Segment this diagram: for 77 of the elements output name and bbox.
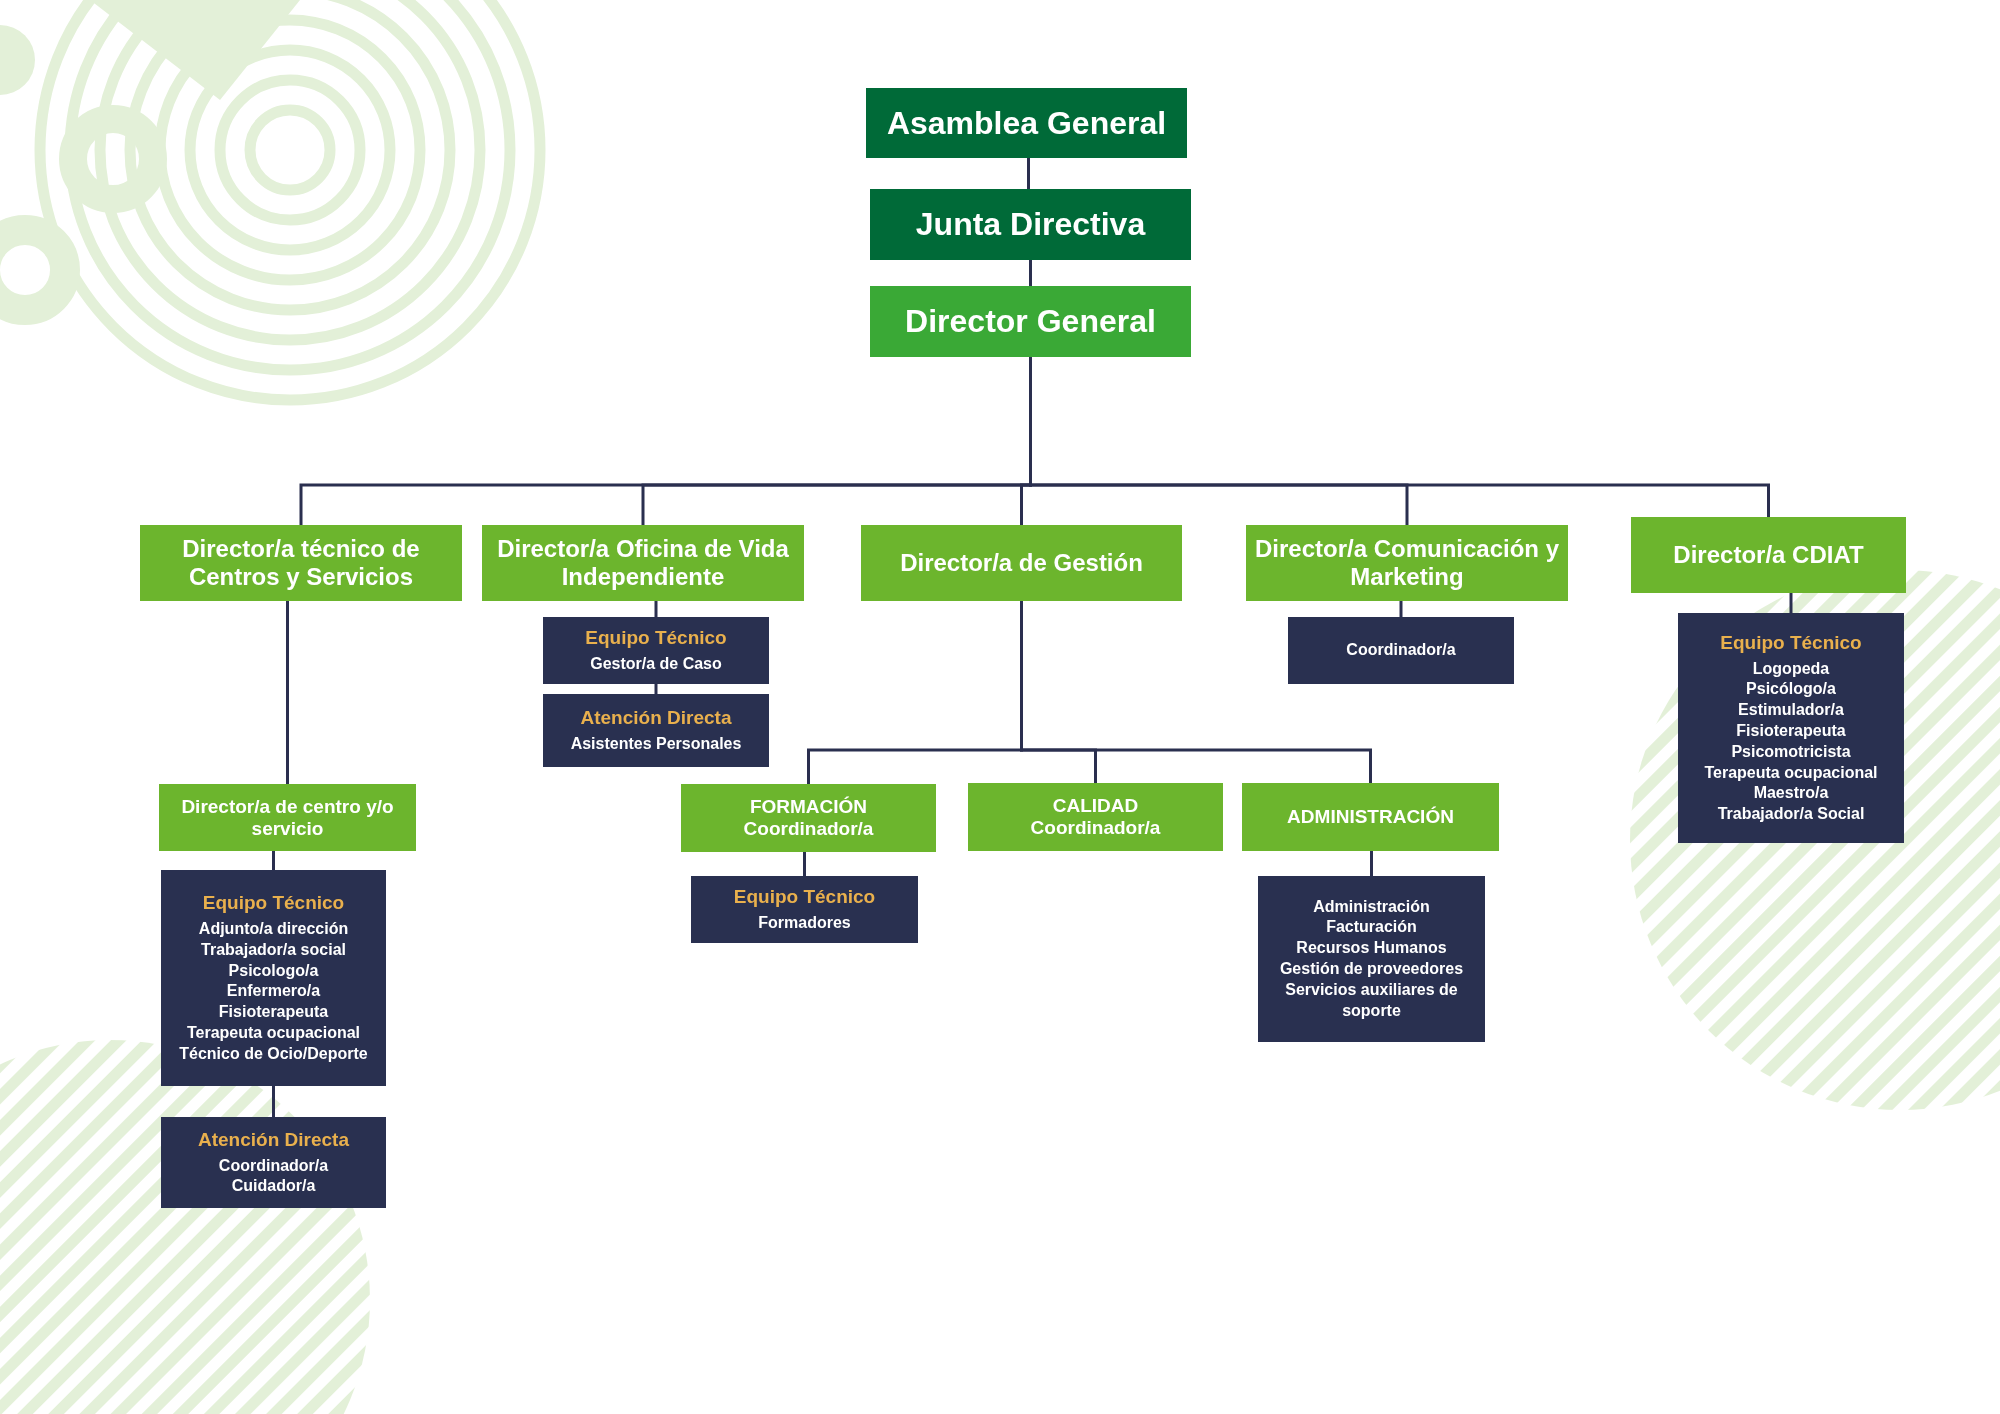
role-item: Gestor/a de Caso <box>590 653 722 674</box>
box-label: Director/a Comunicación y Marketing <box>1254 535 1560 591</box>
connector-line <box>272 851 275 870</box>
box-label: Director/a de Gestión <box>900 549 1143 577</box>
box-label: Administración <box>1313 896 1430 917</box>
role-item: Técnico de Ocio/Deporte <box>179 1043 368 1064</box>
org-box <box>870 286 1191 357</box>
box-label: Director/a de centro y/o servicio <box>180 795 395 840</box>
connector-line <box>1399 601 1403 617</box>
team-box <box>691 876 918 943</box>
connector-line <box>286 601 289 784</box>
box-label: Director/a técnico de Centros y Servicios <box>181 535 421 591</box>
team-heading: Equipo Técnico <box>202 891 345 916</box>
role-box <box>681 784 936 852</box>
role-item: Fisioterapeuta <box>218 1002 329 1023</box>
role-item: Asistentes Personales <box>570 733 742 754</box>
connector-line <box>803 852 806 876</box>
team-heading: Atención Directa <box>198 1127 349 1152</box>
role-item: Psicologo/a <box>228 960 319 981</box>
box-label: Asamblea General <box>886 104 1167 142</box>
team-heading: Equipo Técnico <box>733 885 876 910</box>
org-box <box>870 189 1191 260</box>
box-label: CALIDAD <box>1052 795 1139 817</box>
role-box <box>968 783 1223 851</box>
team-box <box>1258 876 1485 1042</box>
box-label: FORMACIÓN <box>749 796 868 818</box>
box-label: Gestión de proveedores <box>1279 959 1464 979</box>
box-label: Coordinador/a <box>743 818 874 840</box>
role-item: Enfermero/a <box>226 981 321 1002</box>
connector-line <box>1029 260 1032 286</box>
connector-line <box>1370 851 1373 876</box>
role-box <box>1631 517 1906 593</box>
role-item: Adjunto/a dirección <box>198 919 349 940</box>
role-item: Cuidador/a <box>231 1176 316 1197</box>
role-item: Trabajador/a Social <box>1717 804 1865 825</box>
team-heading: Equipo Técnico <box>1720 630 1862 655</box>
role-item: Logopeda <box>1752 658 1830 679</box>
connector-line <box>1027 158 1030 189</box>
box-label: Director/a Oficina de Vida Independiente <box>496 535 790 591</box>
connector-line <box>272 1086 275 1117</box>
role-item: Trabajador/a social <box>201 939 346 960</box>
role-item: Terapeuta ocupacional <box>1704 762 1878 783</box>
box-label: Facturación <box>1326 917 1417 938</box>
role-item: Psicólogo/a <box>1746 679 1836 700</box>
box-label: Coordinador/a <box>1346 640 1456 661</box>
team-box <box>161 1117 386 1208</box>
role-box <box>1246 525 1568 601</box>
role-item: Coordinador/a <box>218 1155 329 1176</box>
team-heading: Atención Directa <box>580 706 732 731</box>
role-item: Maestro/a <box>1753 783 1829 804</box>
role-item: Psicomotricista <box>1731 741 1851 762</box>
team-box <box>1678 613 1904 843</box>
box-label: Recursos Humanos <box>1296 938 1447 959</box>
org-box <box>866 88 1187 158</box>
role-box <box>1242 783 1499 851</box>
role-item: Estimulador/a <box>1738 700 1844 721</box>
role-box <box>861 525 1182 601</box>
role-box <box>159 784 416 851</box>
box-label: Servicios auxiliares de soporte <box>1284 979 1459 1021</box>
connector-line <box>654 684 658 694</box>
box-label: Director/a CDIAT <box>1673 541 1864 569</box>
box-label: Director General <box>905 303 1156 340</box>
role-item: Fisioterapeuta <box>1736 721 1846 742</box>
role-box <box>140 525 462 601</box>
connector-line <box>654 601 658 617</box>
team-box <box>543 694 769 767</box>
role-item: Terapeuta ocupacional <box>186 1023 361 1044</box>
box-label: Coordinador/a <box>1030 817 1161 839</box>
connector-line <box>1789 593 1793 613</box>
team-box <box>1288 617 1514 684</box>
role-box <box>482 525 804 601</box>
box-label: Junta Directiva <box>915 206 1146 243</box>
team-box <box>161 870 386 1086</box>
box-label: ADMINISTRACIÓN <box>1287 806 1454 828</box>
team-box <box>543 617 769 684</box>
team-heading: Equipo Técnico <box>585 626 727 651</box>
role-item: Formadores <box>758 912 851 933</box>
